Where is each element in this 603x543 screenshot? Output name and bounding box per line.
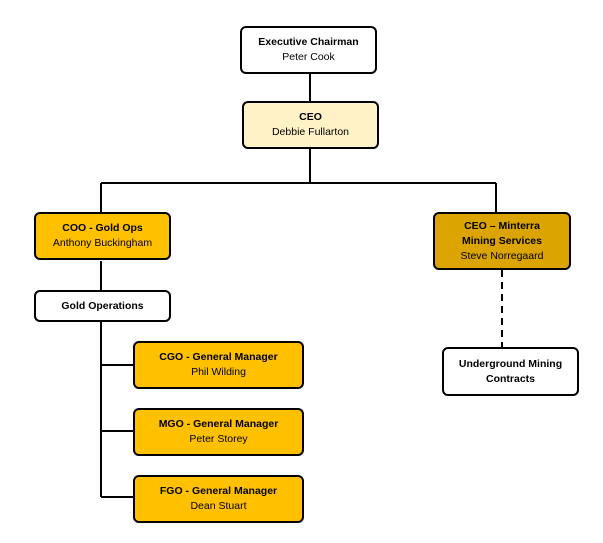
coo-name: Anthony Buckingham	[52, 237, 153, 249]
minterra-title-line2: Mining Services	[462, 234, 542, 247]
ceo-minterra-box: CEO – Minterra Mining Services Steve Nor…	[433, 212, 571, 270]
gold-operations-box: Gold Operations	[34, 290, 171, 322]
minterra-title-line1: CEO – Minterra	[464, 219, 540, 232]
ceo-name: Debbie Fullarton	[271, 126, 350, 138]
mgo-general-manager-box: MGO - General Manager Peter Storey	[133, 408, 304, 456]
ceo-title: CEO	[299, 111, 322, 123]
coo-title: COO - Gold Ops	[62, 222, 143, 234]
fgo-general-manager-box: FGO - General Manager Dean Stuart	[133, 475, 304, 523]
ceo-box: CEO Debbie Fullarton	[242, 101, 379, 149]
underground-mining-contracts-box: Underground Mining Contracts	[442, 347, 579, 396]
cgo-name: Phil Wilding	[191, 366, 246, 378]
cgo-title: CGO - General Manager	[159, 351, 278, 363]
executive-chairman-title: Executive Chairman	[258, 36, 359, 48]
executive-chairman-name: Peter Cook	[282, 51, 335, 63]
executive-chairman-box: Executive Chairman Peter Cook	[240, 26, 377, 74]
minterra-name: Steve Norregaard	[460, 249, 544, 262]
underground-title-line2: Contracts	[485, 372, 535, 385]
coo-gold-ops-box: COO - Gold Ops Anthony Buckingham	[34, 212, 171, 260]
fgo-title: FGO - General Manager	[159, 485, 278, 497]
gold-operations-title: Gold Operations	[61, 299, 144, 312]
underground-title-line1: Underground Mining	[458, 357, 563, 370]
mgo-title: MGO - General Manager	[158, 418, 279, 430]
fgo-name: Dean Stuart	[190, 500, 247, 512]
mgo-name: Peter Storey	[189, 433, 248, 445]
cgo-general-manager-box: CGO - General Manager Phil Wilding	[133, 341, 304, 389]
